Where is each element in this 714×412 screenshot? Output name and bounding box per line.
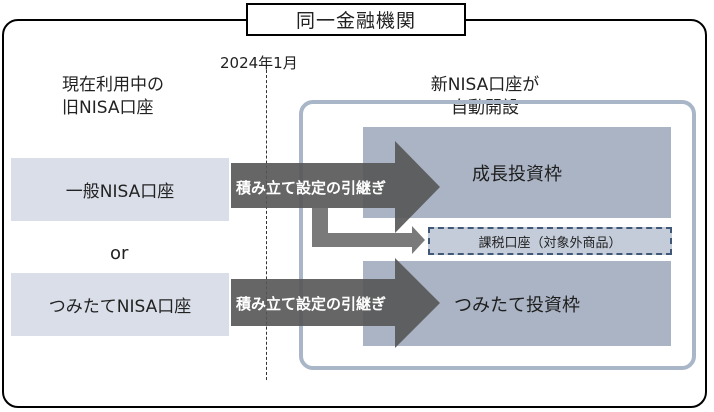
- current-heading-line2: 旧NISA口座: [62, 98, 154, 118]
- taxable-account-box: 課税口座（対象外商品）: [428, 227, 672, 255]
- tsumitate-nisa-box: つみたてNISA口座: [11, 273, 229, 336]
- diagram-title: 同一金融機関: [246, 3, 466, 36]
- current-accounts-heading: 現在利用中の 旧NISA口座: [62, 74, 164, 120]
- general-arrow-label: 積み立て設定の引継ぎ: [236, 179, 387, 197]
- tsumitate-arrow-label: 積み立て設定の引継ぎ: [236, 295, 387, 313]
- general-nisa-box: 一般NISA口座: [11, 158, 229, 221]
- date-divider: [266, 70, 267, 380]
- tsumitate-transfer-arrow: [231, 258, 440, 348]
- taxable-branch-arrow: [312, 208, 425, 254]
- date-label: 2024年1月: [220, 54, 298, 72]
- or-label: or: [110, 243, 129, 264]
- general-transfer-arrow: [231, 141, 440, 233]
- current-heading-line1: 現在利用中の: [62, 75, 164, 95]
- new-nisa-account-frame: [299, 100, 696, 370]
- new-heading-line1: 新NISA口座が: [430, 75, 540, 95]
